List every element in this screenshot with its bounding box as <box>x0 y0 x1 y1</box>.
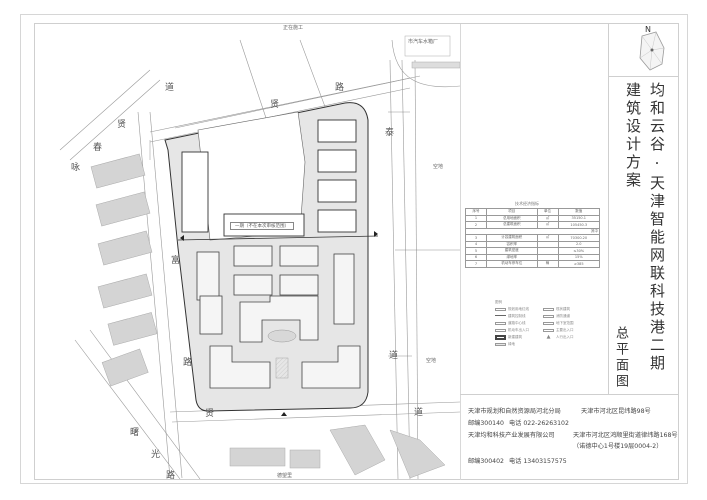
phase-one-note: 一期（不在本次审核范围） <box>230 222 294 230</box>
legend-swatch <box>495 315 506 318</box>
legend-item: ▲ 人行出入口 <box>543 335 585 340</box>
entrance-triangle-icon: ▲ <box>546 334 551 340</box>
legend-swatch <box>495 329 506 332</box>
legend-item: 地下室范围 <box>543 321 585 326</box>
legend-swatch <box>543 308 554 311</box>
cell: 机动车停车位 <box>486 260 538 268</box>
legend-swatch <box>495 343 506 346</box>
legend-item: 机动车出入口 <box>495 328 537 333</box>
legend-title: 图例 <box>495 300 502 304</box>
road-label-east-1: 泰 <box>385 128 395 138</box>
road-label-west-2: 路 <box>183 358 193 368</box>
company-phone: 电话 13403157575 <box>509 458 567 465</box>
legend-item: 规划用地红线 <box>495 307 537 312</box>
legend-label: 地下室范围 <box>556 321 574 325</box>
legend-label: 道路中心线 <box>508 321 526 325</box>
legend-swatch <box>495 335 506 340</box>
drawing-frame-inner <box>34 23 679 480</box>
road-label-sw-3: 路 <box>166 471 176 481</box>
contact-info-block <box>460 394 679 481</box>
authority-phone: 电话 022-26263102 <box>509 420 569 427</box>
legend-swatch <box>543 315 554 318</box>
legend-swatch <box>495 322 506 325</box>
info-column-divider <box>460 24 461 480</box>
road-label-south-2: 道 <box>414 408 424 418</box>
drawing-frame-outer <box>20 14 688 484</box>
cell: 7 <box>464 260 488 268</box>
road-label-west-1: 富 <box>171 256 181 266</box>
legend-swatch <box>543 329 554 332</box>
legend-item: 现状建筑 <box>543 307 585 312</box>
label-open-land-1: 空地 <box>433 164 444 170</box>
legend-label: 人行出入口 <box>556 335 574 339</box>
label-dewang-li: 德望里 <box>277 473 293 479</box>
legend-item: 绿地 <box>495 342 537 347</box>
legend-label: 消防通道 <box>556 314 570 318</box>
design-stage: 建筑设计方案 <box>624 82 642 190</box>
legend-item: 道路中心线 <box>495 321 537 326</box>
drawing-name: 总平面图 <box>613 326 628 390</box>
legend-item: 建筑控制线 <box>495 314 537 319</box>
legend-item: 消防通道 <box>543 314 585 319</box>
company-address-line1: 天津市河北区鸿顺里街道律纬路168号 <box>573 432 678 439</box>
legend-label: 规划用地红线 <box>508 307 529 311</box>
site-plan-map <box>59 35 460 479</box>
legend-swatch <box>543 322 554 325</box>
road-label-sw-2: 光 <box>151 450 161 460</box>
road-label-north-2: 贤 <box>270 100 280 110</box>
cell: 辆 <box>536 260 559 268</box>
north-label: N <box>645 25 651 34</box>
legend-label: 新建建筑 <box>508 335 522 339</box>
authority-address: 天津市河北区昆纬路98号 <box>581 408 651 415</box>
company-address-line2: （诺德中心1号楼19层0004-2） <box>573 443 663 450</box>
authority-postcode: 邮编300140 <box>468 420 504 427</box>
project-title: 均和云谷·天津智能网联科技港二期 <box>648 82 666 373</box>
road-label-south-1: 贤 <box>205 409 215 419</box>
label-auto-radiator-factory: 市汽车水箱厂 <box>408 39 439 45</box>
legend-swatch <box>495 308 506 311</box>
road-label-sw-1: 曙 <box>130 428 140 438</box>
company-name: 天津均和科技产业发展有限公司 <box>468 432 555 439</box>
road-label-north-3: 路 <box>335 83 345 93</box>
road-label-north-1: 道 <box>165 83 175 93</box>
label-under-construction: 正在施工 <box>283 25 304 31</box>
road-label-nw-1: 咏 <box>71 163 81 173</box>
cell: ≥385 <box>557 260 601 268</box>
legend-label: 建筑控制线 <box>508 314 526 318</box>
legend: 图例 规划用地红线 现状建筑 建筑控制线 消防通道 道路中心线 地下室范围 机动… <box>495 300 585 347</box>
road-label-east-2: 道 <box>389 351 399 361</box>
authority-name: 天津市规划和自然资源局河北分局 <box>468 408 561 415</box>
north-arrow-icon <box>639 31 665 71</box>
legend-label: 绿地 <box>508 342 515 346</box>
label-open-land-2: 空地 <box>426 358 437 364</box>
legend-label: 主要出入口 <box>556 328 574 332</box>
company-postcode: 邮编300402 <box>468 458 504 465</box>
title-column-divider <box>608 24 609 394</box>
legend-item: 新建建筑 <box>495 335 537 340</box>
road-label-nw-3: 贤 <box>117 120 127 130</box>
road-label-nw-2: 春 <box>93 143 103 153</box>
stats-table-caption: 技术经济指标 <box>515 201 539 206</box>
legend-label: 现状建筑 <box>556 307 570 311</box>
north-arrow-divider <box>608 76 678 77</box>
legend-item: 主要出入口 <box>543 328 585 333</box>
legend-label: 机动车出入口 <box>508 328 529 332</box>
